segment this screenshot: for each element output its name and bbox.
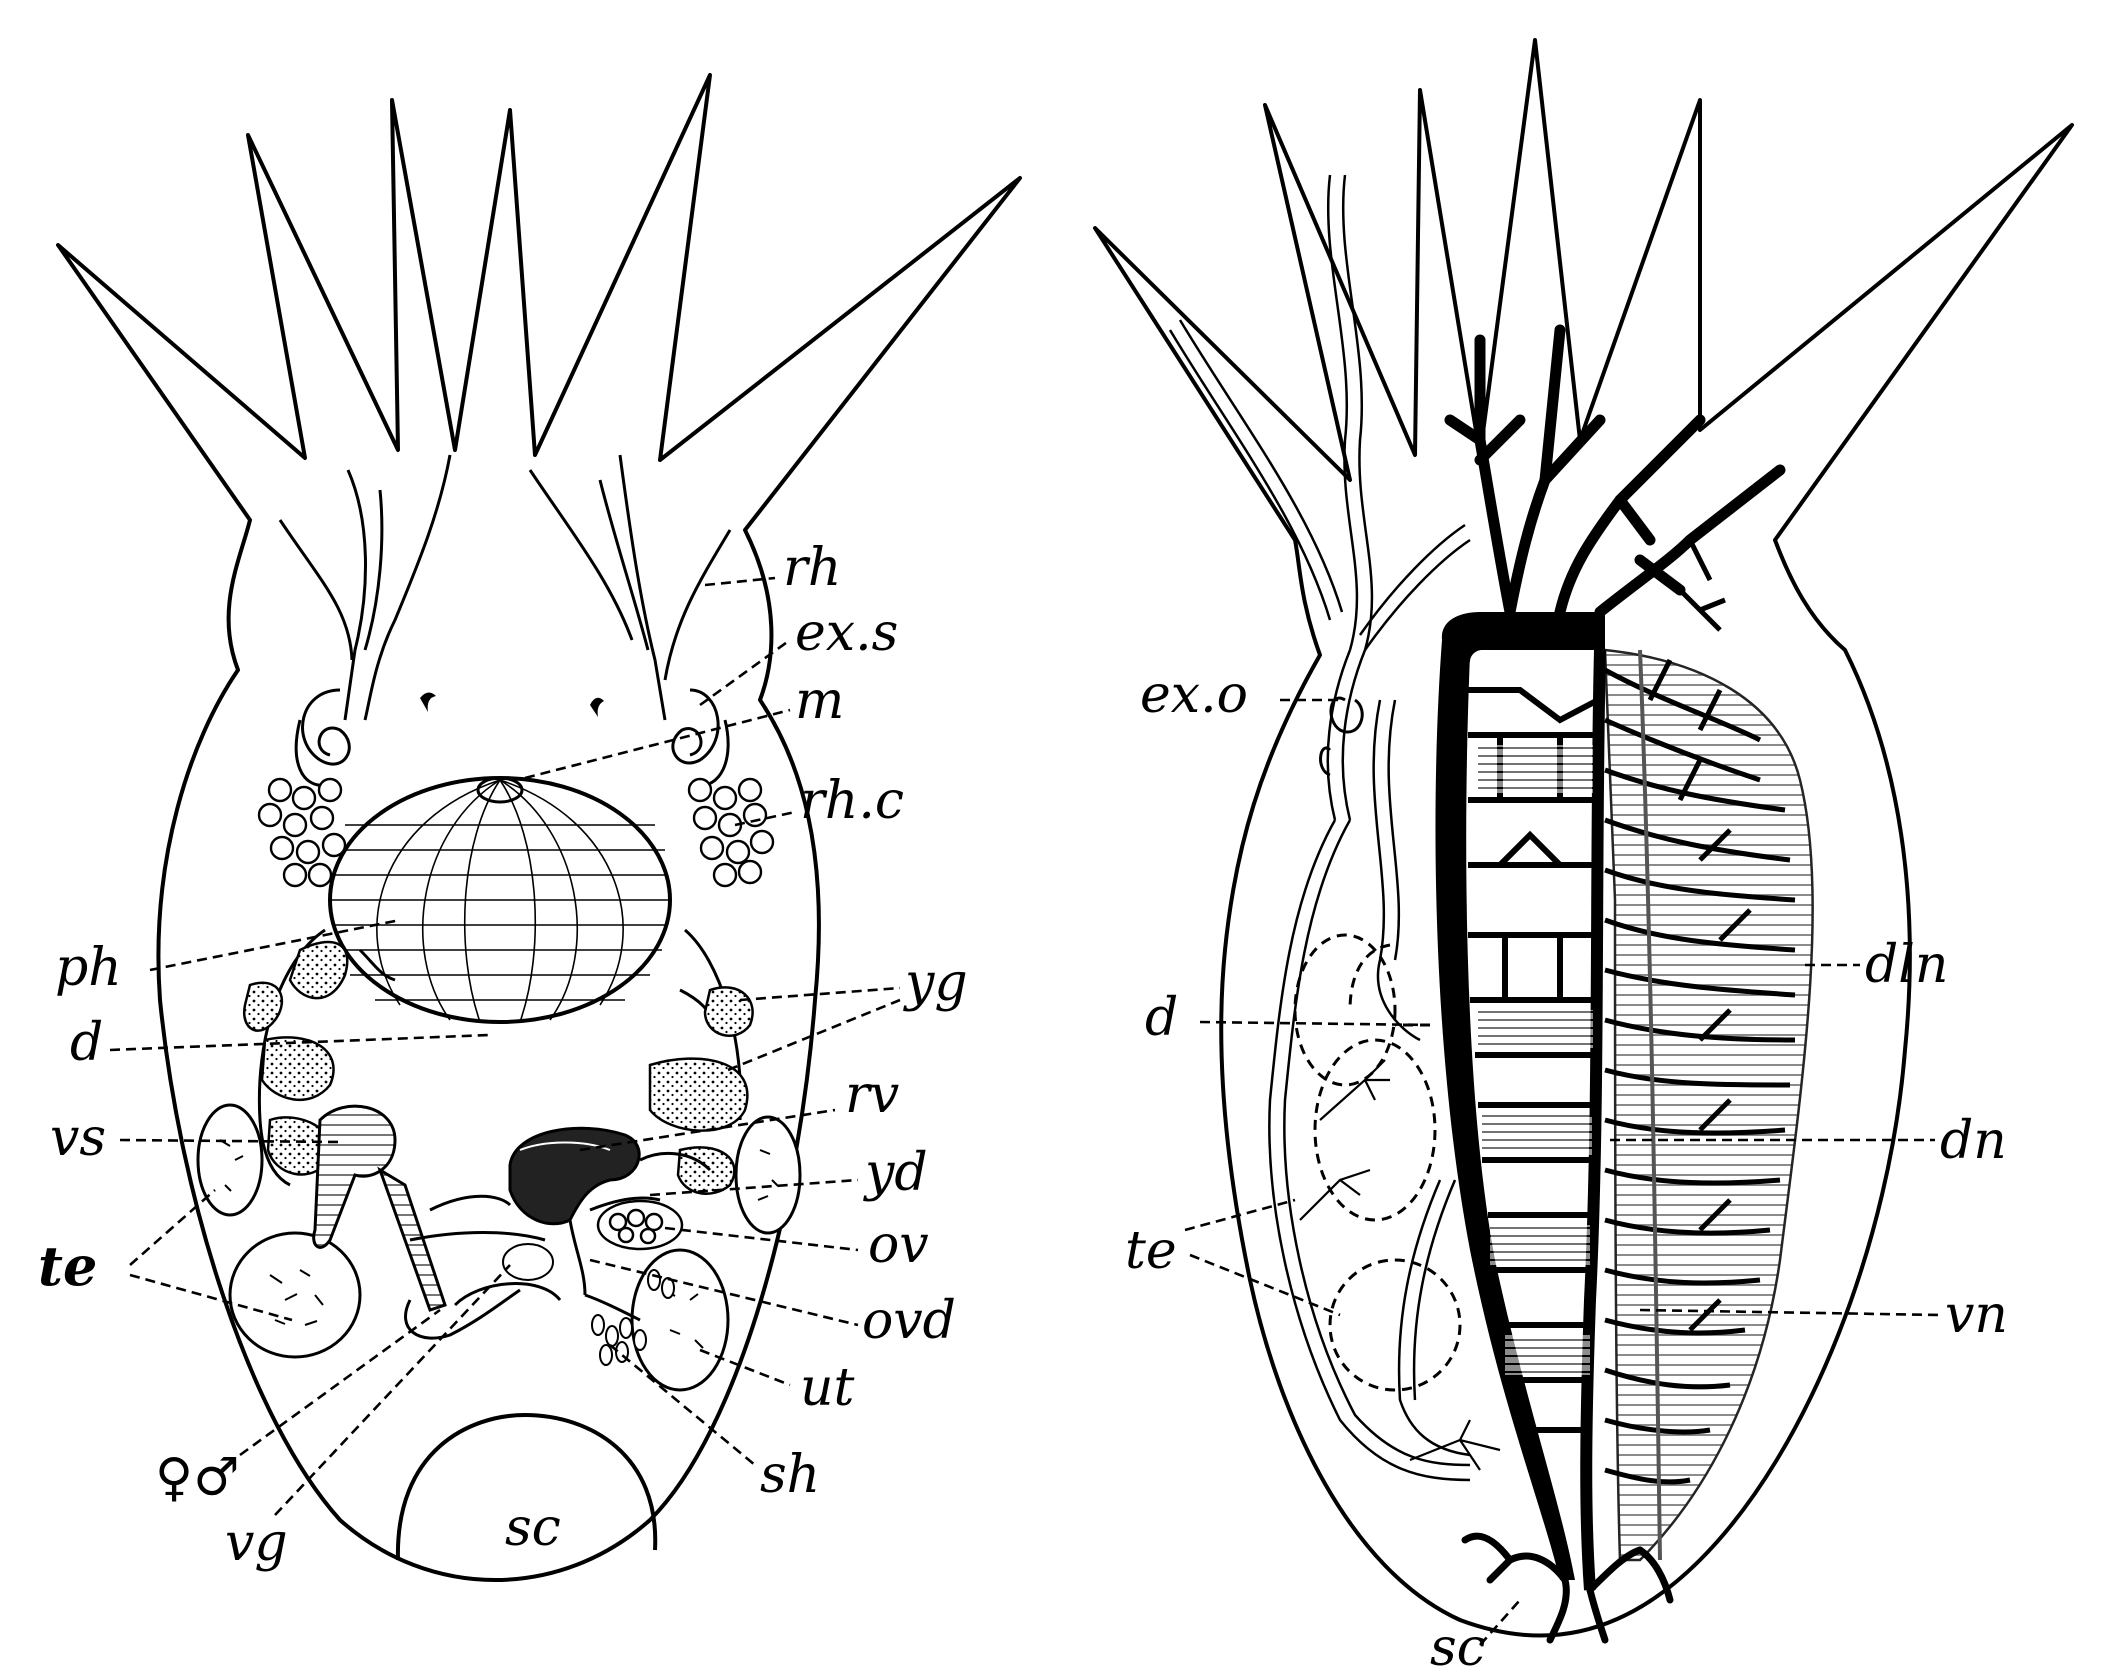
sucker-left [395, 1412, 658, 1561]
label-ovd: ovd [862, 1291, 956, 1351]
label-ex-s: ex.s [795, 603, 898, 663]
anterior-nerves [1444, 324, 1786, 618]
label-yd: yd [863, 1143, 928, 1203]
left-leader-lines [109, 576, 901, 1516]
lateral-nerves [1603, 658, 1796, 1485]
lateral-longitudinal-nerve [1638, 649, 1662, 1561]
right-leader-lines [1184, 698, 1941, 1646]
right-body-outline [1093, 38, 2074, 1638]
label-vg: vg [225, 1513, 288, 1573]
label-sex-symbols: ♀♂ [155, 1448, 240, 1508]
label-yg: yg [903, 953, 968, 1013]
label-m: m [795, 671, 844, 731]
label-ph: ph [55, 938, 122, 998]
posterior-nerves [1461, 1532, 1674, 1644]
left-labels: rh ex.s m rh.c ph yg d rv vs yd te ov ov… [38, 538, 968, 1573]
anterior-nerve-twigs [1678, 538, 1726, 632]
excretory-tubes [1168, 174, 1471, 1482]
left-body-outline [56, 73, 1022, 1582]
rhabdite-cells-right [687, 777, 775, 888]
small-nerves-left [1299, 1059, 1501, 1471]
eye-spot-left [420, 692, 436, 712]
label-rh-c: rh.c [800, 771, 904, 831]
ovary [596, 1199, 684, 1251]
label-d-right: d [1145, 988, 1178, 1048]
rhabdite-cells-left [257, 777, 347, 888]
right-labels: ex.o dln d dn te vn sc [1125, 665, 2008, 1678]
label-dn: dn [1940, 1111, 2007, 1171]
label-sc-right: sc [1430, 1618, 1486, 1678]
label-vn: vn [1945, 1285, 2008, 1345]
rhabdite-tracts [278, 454, 732, 721]
label-d: d [70, 1013, 103, 1073]
label-ut: ut [800, 1358, 854, 1418]
label-sc: sc [505, 1498, 561, 1558]
lateral-field [1603, 648, 1814, 1562]
genital-ducts [409, 1151, 712, 1322]
left-figure-internal-anatomy: rh ex.s m rh.c ph yg d rv vs yd te ov ov… [38, 73, 1022, 1582]
label-ov: ov [868, 1215, 929, 1275]
label-te: te [38, 1234, 97, 1298]
excretory-coils [294, 688, 730, 788]
label-rv: rv [845, 1065, 899, 1125]
testes-outlines [1293, 933, 1462, 1392]
label-ex-o: ex.o [1140, 665, 1248, 725]
label-te-right: te [1125, 1221, 1177, 1281]
shell-glands [502, 1243, 675, 1366]
label-sh: sh [760, 1445, 820, 1505]
label-rh: rh [783, 538, 841, 598]
eye-spot-right [590, 697, 604, 717]
right-figure-nervous-system: ex.o dln d dn te vn sc [1093, 38, 2074, 1678]
nerve-ladder [1435, 612, 1606, 1591]
genital-atrium [404, 1288, 521, 1340]
pharynx [328, 776, 672, 1024]
label-dln: dln [1865, 935, 1948, 995]
label-vs: vs [50, 1108, 106, 1168]
